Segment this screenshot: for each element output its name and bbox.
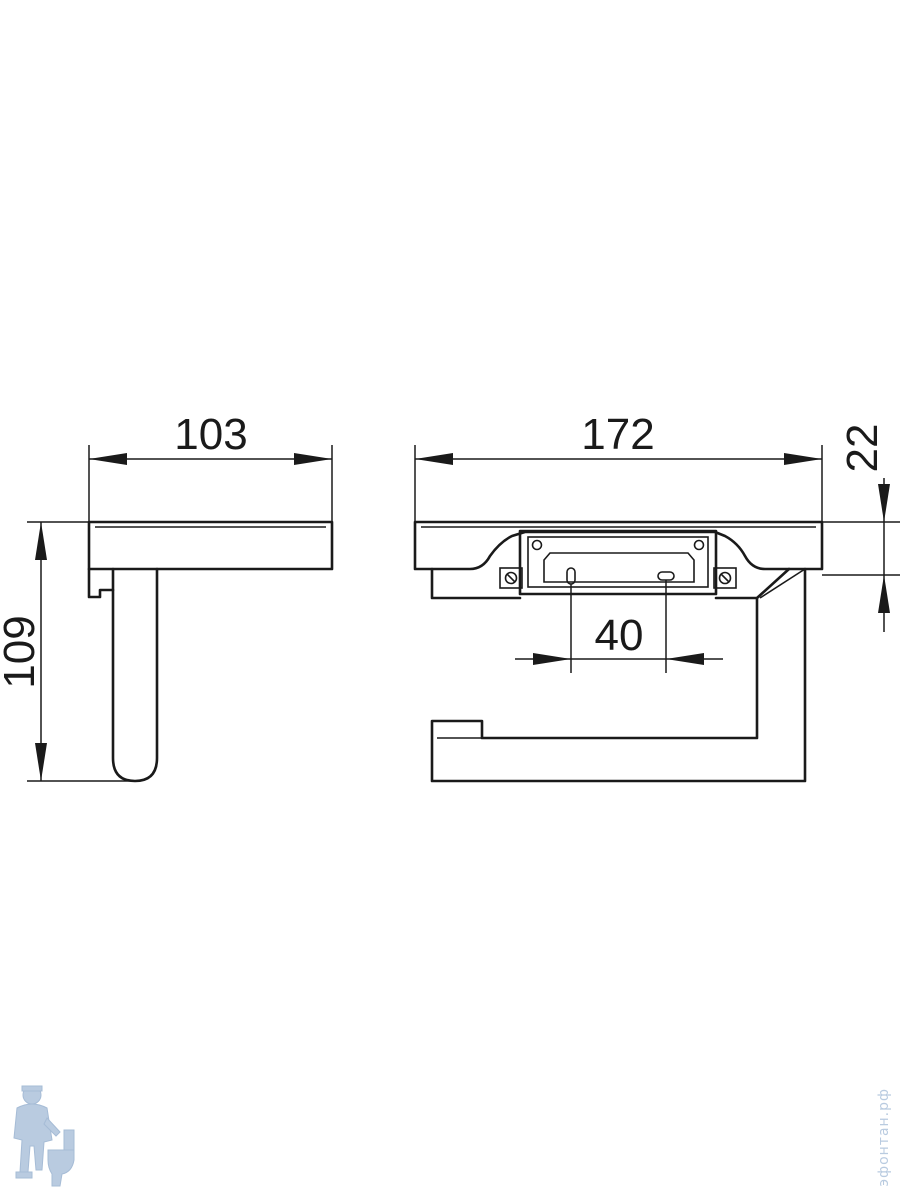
mounting-bracket-recess (543, 552, 695, 583)
bracket-screw-icon (693, 539, 705, 551)
side-arm (111, 567, 159, 783)
front-shelf-plate (413, 520, 824, 571)
dim-front-width: 172 (414, 410, 823, 522)
dim-hole-spacing-label: 40 (595, 611, 644, 660)
bracket-screw-icon (531, 539, 543, 551)
mounting-bracket (518, 529, 718, 596)
dim-side-height: 109 (0, 521, 135, 782)
dim-side-width: 103 (88, 410, 333, 522)
mounting-hole-horizontal-slot (657, 571, 675, 581)
roll-holder-arm (430, 567, 807, 783)
front-view: 172 22 40 (413, 410, 900, 783)
side-view: 103 109 (0, 410, 334, 783)
mounting-bracket-inner (527, 536, 709, 588)
left-screw-icon (499, 567, 523, 589)
side-shelf-plate (87, 520, 334, 571)
dim-shelf-thickness: 22 (822, 424, 900, 632)
dim-shelf-thickness-label: 22 (838, 424, 887, 473)
plumber-with-toilet-icon (13, 1085, 75, 1187)
dim-side-width-label: 103 (174, 410, 247, 459)
watermark-text: эфонтан.рф (876, 1088, 892, 1187)
front-chamfer-line (759, 568, 806, 599)
dim-front-width-label: 172 (581, 410, 654, 459)
dim-hole-spacing: 40 (515, 580, 723, 673)
right-screw-icon (713, 567, 737, 589)
side-wall-bracket (87, 567, 115, 599)
dim-side-height-label: 109 (0, 615, 44, 688)
front-body-left (430, 567, 522, 600)
